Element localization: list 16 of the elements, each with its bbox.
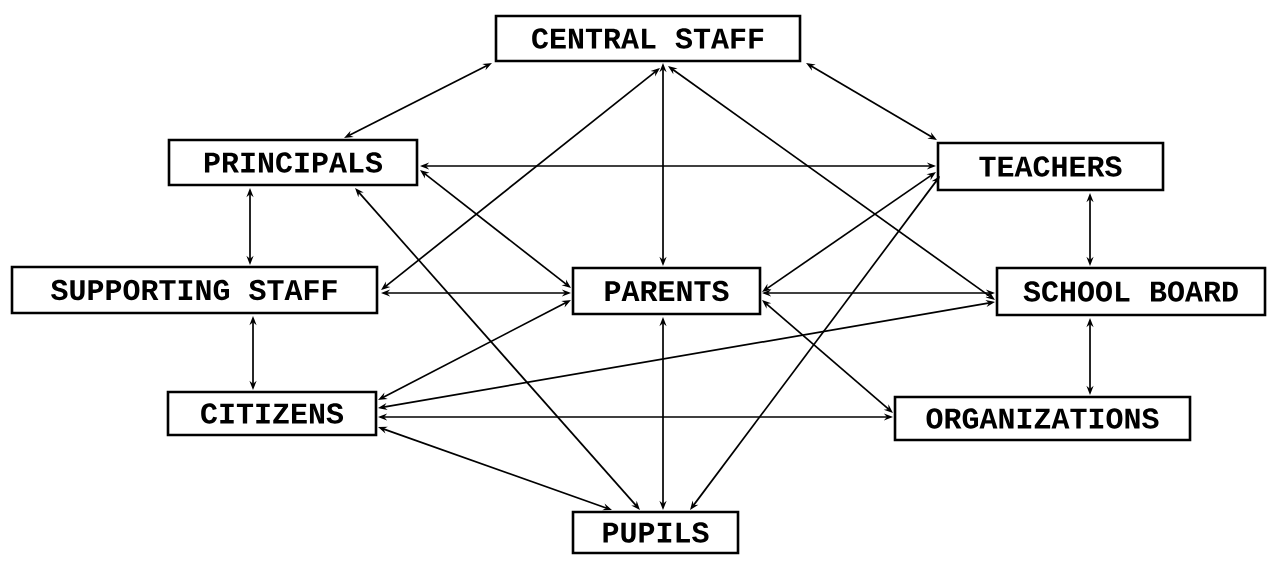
label-box: TEACHERS [936, 141, 1165, 192]
label-box: CENTRAL STAFF [494, 14, 802, 63]
label-box: SCHOOL BOARD [995, 266, 1267, 317]
arrow [668, 66, 995, 300]
label-box: PARENTS [571, 266, 762, 316]
label-box: PRINCIPALS [167, 138, 419, 187]
label-box: SUPPORTING STAFF [10, 265, 379, 315]
arrow [381, 68, 660, 290]
label-box: PUPILS [571, 510, 740, 555]
label-box: ORGANIZATIONS [893, 395, 1192, 442]
arrow [762, 300, 893, 413]
arrow [690, 176, 940, 510]
arrow [762, 172, 936, 292]
arrow [420, 170, 571, 288]
label-box: CITIZENS [166, 390, 378, 437]
arrow [355, 188, 640, 510]
